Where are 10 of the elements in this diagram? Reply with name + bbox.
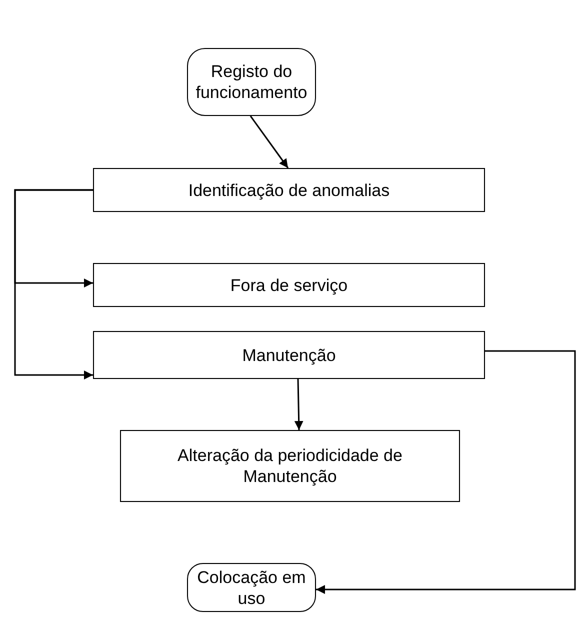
process-box: Fora de serviço bbox=[93, 263, 485, 307]
terminal-box: Registo do funcionamento bbox=[187, 48, 316, 116]
process-box: Manutenção bbox=[93, 331, 485, 379]
arrow bbox=[14, 189, 93, 380]
arrow bbox=[294, 378, 304, 430]
arrow bbox=[316, 350, 576, 594]
terminal-box: Colocação em uso bbox=[187, 563, 316, 612]
arrow bbox=[250, 116, 289, 168]
process-box: Identificação de anomalias bbox=[93, 168, 485, 212]
process-box: Alteração da periodicidade de Manutenção bbox=[120, 430, 460, 502]
